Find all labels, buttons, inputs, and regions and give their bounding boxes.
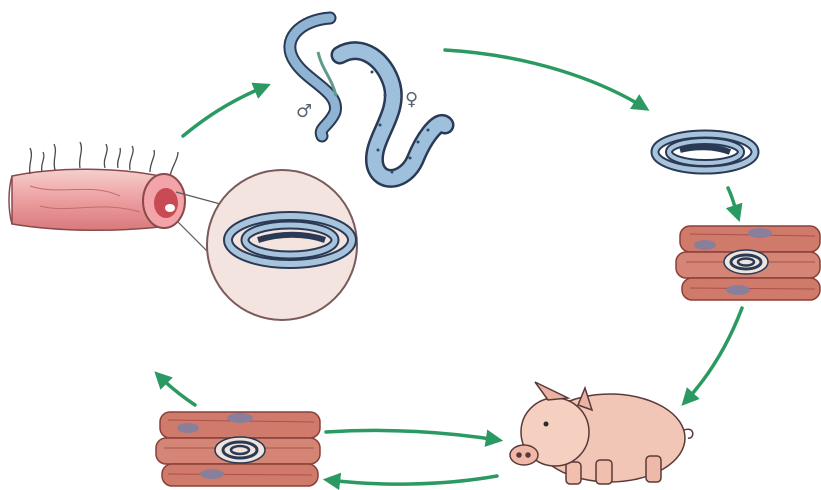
infected-meat (156, 412, 320, 486)
magnified-larva-in-intestine (207, 170, 357, 320)
encysted-larva-muscle-right (676, 226, 820, 300)
male-symbol: ♂ (296, 101, 312, 122)
newborn-larva (655, 134, 755, 170)
arrow-meat-to-pig (326, 430, 498, 440)
arrow-larva-to-muscle (728, 188, 738, 217)
arrow-adults-to-larva (445, 50, 645, 108)
pig-host (510, 382, 693, 484)
arrow-muscle-to-pig (685, 308, 742, 402)
female-symbol: ♀ (405, 89, 418, 110)
arrow-meat-to-intestine (158, 375, 195, 405)
intestine-segment (9, 142, 185, 230)
arrow-intestine-to-adults (183, 86, 266, 136)
arrow-pig-to-meat (328, 476, 497, 484)
adult-worms: ♂ ♀ (290, 18, 445, 178)
